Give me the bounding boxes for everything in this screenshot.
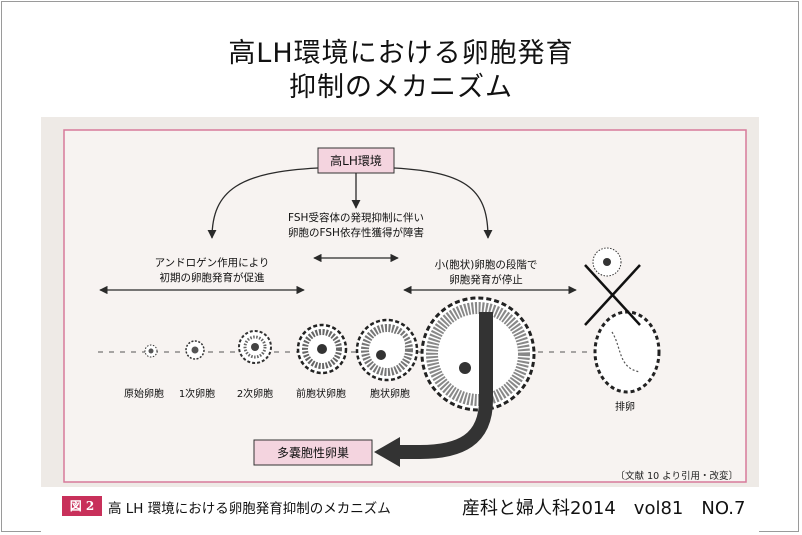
high-lh-box bbox=[317, 147, 395, 174]
stage-label-preantral: 前胞状卵胞 bbox=[296, 387, 346, 400]
slide-title-line-1: 高LH環境における卵胞発育 bbox=[228, 38, 574, 69]
citation: 〔文献 10 より引用・改変〕 bbox=[616, 470, 738, 482]
caption-strip bbox=[41, 487, 759, 535]
preantral-follicle bbox=[296, 323, 348, 375]
primary-follicle bbox=[185, 340, 205, 360]
left-text-line-1: アンドロゲン作用により bbox=[155, 257, 270, 269]
pco-box bbox=[253, 439, 373, 466]
stage-label-primary: 1次卵胞 bbox=[179, 387, 215, 400]
figure-border bbox=[63, 129, 747, 483]
slide-title-line-2: 抑制のメカニズム bbox=[289, 72, 513, 103]
high-lh-label: 高LH環境 bbox=[330, 153, 382, 168]
stage-label-primordial: 原始卵胞 bbox=[124, 387, 164, 400]
stage-label-antral: 胞状卵胞 bbox=[370, 387, 410, 400]
figure-badge: 図 2 bbox=[62, 496, 102, 516]
stage-label-secondary: 2次卵胞 bbox=[237, 387, 273, 400]
antral-follicle bbox=[355, 318, 419, 382]
secondary-follicle bbox=[238, 330, 272, 364]
center-text-line-2: 卵胞のFSH依存性獲得が障害 bbox=[288, 226, 424, 239]
arrow-to-right bbox=[393, 167, 493, 239]
arrow-to-left bbox=[207, 167, 319, 239]
stage-label-ovulation: 排卵 bbox=[615, 400, 635, 413]
figure-caption: 高 LH 環境における卵胞発育抑制のメカニズム bbox=[108, 501, 391, 517]
ovulation-follicle bbox=[584, 247, 661, 394]
source-citation: 産科と婦人科2014 vol81 NO.7 bbox=[462, 498, 746, 519]
pco-arrow bbox=[398, 312, 493, 459]
center-text-line-1: FSH受容体の発現抑制に伴い bbox=[288, 211, 424, 224]
right-text-line-2: 卵胞発育が停止 bbox=[449, 273, 523, 286]
primordial-follicle bbox=[144, 344, 158, 358]
pco-label: 多嚢胞性卵巣 bbox=[277, 445, 349, 460]
right-text-line-1: 小(胞状)卵胞の段階で bbox=[435, 258, 538, 271]
large-antral-follicle bbox=[420, 296, 536, 412]
left-text-line-2: 初期の卵胞発育が促進 bbox=[160, 271, 265, 284]
